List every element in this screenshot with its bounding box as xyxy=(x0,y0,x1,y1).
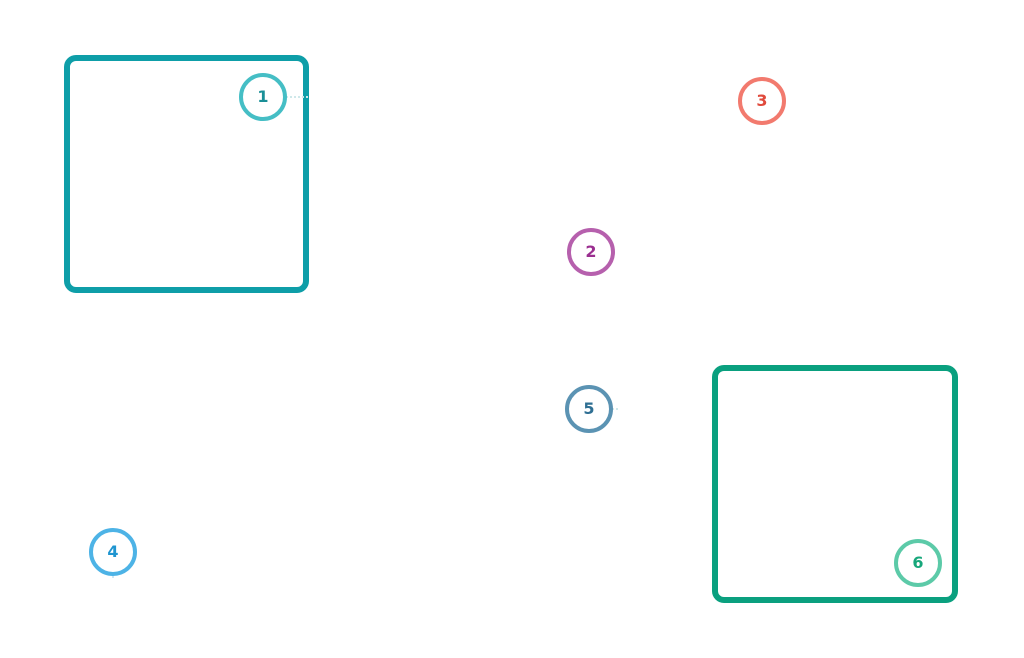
step-marker-1: 1 xyxy=(239,73,287,121)
connector-dots-5 xyxy=(612,408,618,410)
frame-box-bottom-right xyxy=(712,365,958,603)
frame-box-top-left xyxy=(64,55,309,293)
step-marker-2: 2 xyxy=(567,228,615,276)
step-marker-6-label: 6 xyxy=(912,553,924,572)
connector-dots-1 xyxy=(286,96,308,98)
step-marker-5-label: 5 xyxy=(583,399,595,418)
step-marker-3-label: 3 xyxy=(756,91,768,110)
step-marker-5: 5 xyxy=(565,385,613,433)
step-marker-3: 3 xyxy=(738,77,786,125)
step-marker-1-label: 1 xyxy=(257,87,269,106)
step-marker-4-label: 4 xyxy=(107,542,119,561)
step-marker-6: 6 xyxy=(894,539,942,587)
step-marker-2-label: 2 xyxy=(585,242,597,261)
step-marker-4: 4 xyxy=(89,528,137,576)
